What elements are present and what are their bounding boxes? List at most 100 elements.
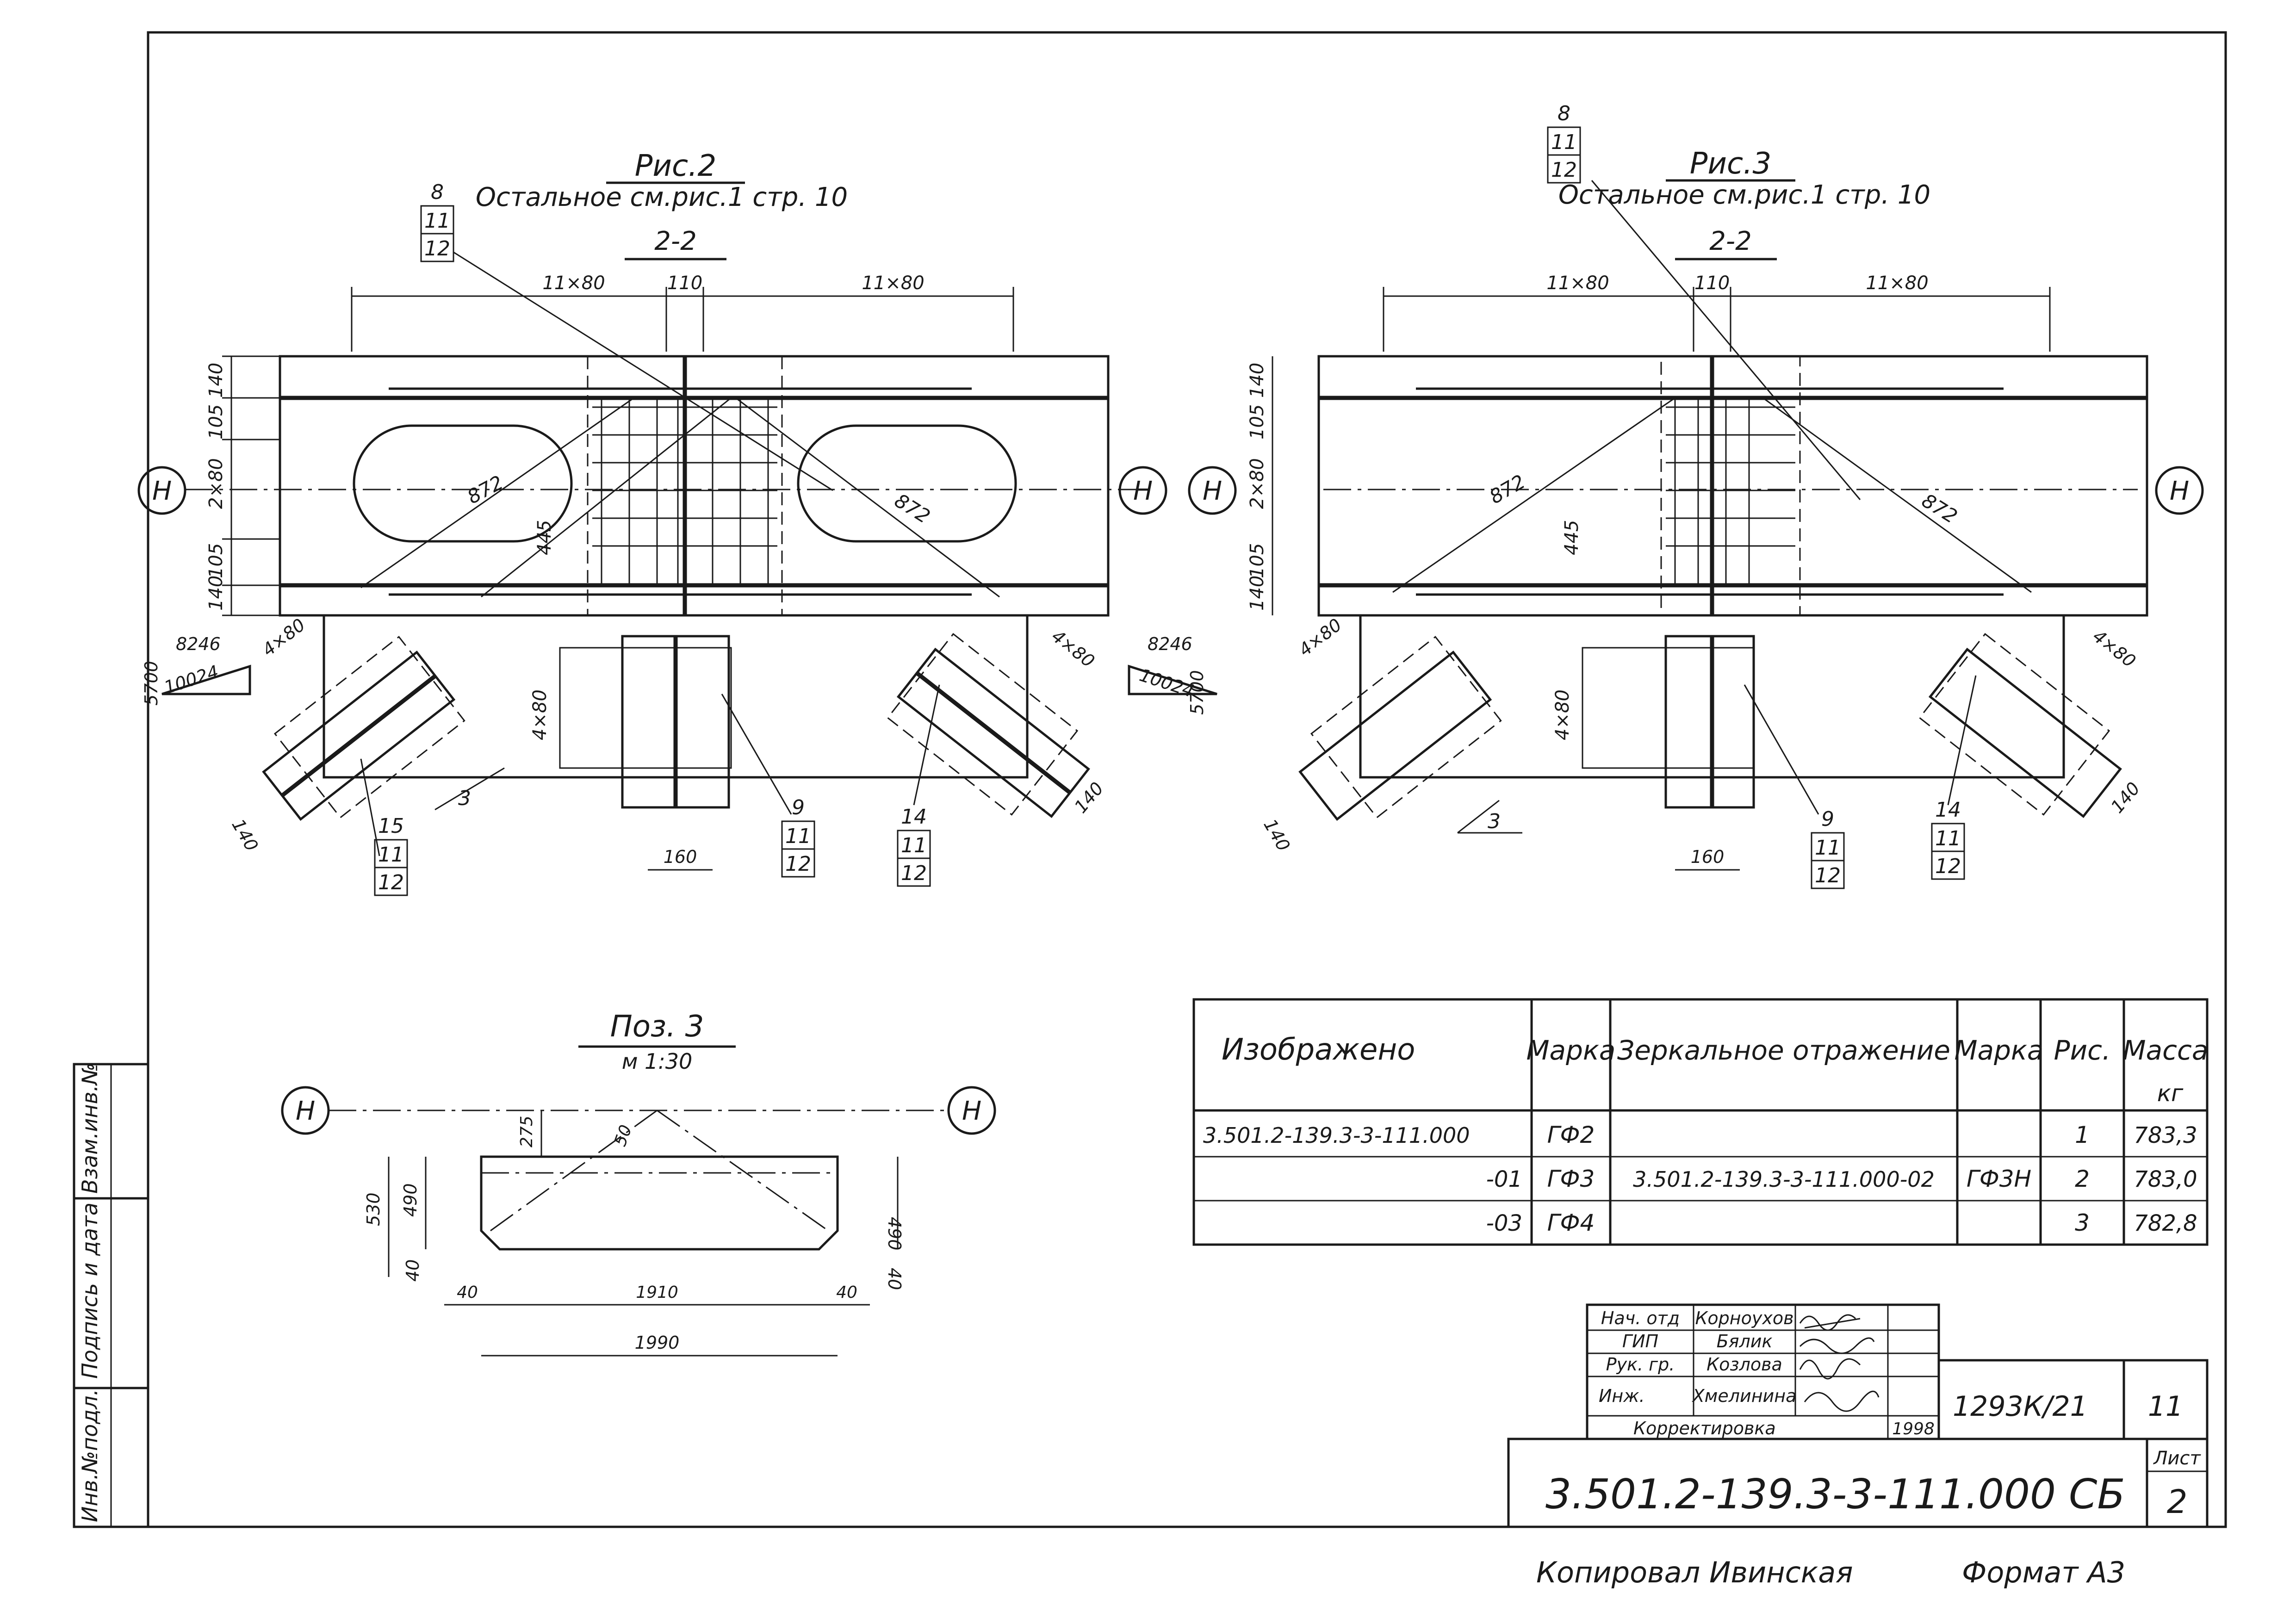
svg-text:5700: 5700 (141, 661, 161, 706)
fig2-dim-diag-left: 872 (464, 471, 507, 508)
fig3-beam (1317, 355, 2148, 617)
fig2-dim-top-right: 11×80 (862, 273, 924, 294)
poz3-axis-marker-right (947, 1086, 996, 1135)
svg-text:ГФ4: ГФ4 (1547, 1209, 1595, 1236)
footer-format: Формат А3 (1962, 1556, 2125, 1589)
strip-label-inv: Инв.№подл. (77, 1389, 102, 1522)
fig3-title: Рис.3 (1690, 147, 1771, 181)
svg-text:782,8: 782,8 (2134, 1210, 2197, 1236)
svg-text:783,0: 783,0 (2134, 1166, 2197, 1192)
fig2-section: 2-2 (654, 226, 696, 256)
footer-copied: Копировал Ивинская (1536, 1556, 1853, 1589)
svg-text:3: 3 (1488, 810, 1501, 833)
svg-text:9: 9 (792, 796, 805, 819)
fig3-callout-3: 3 (1457, 800, 1522, 834)
svg-text:5700: 5700 (1187, 670, 1207, 715)
signature-scribble (1799, 1337, 1875, 1354)
svg-text:12: 12 (785, 852, 811, 876)
stamp-year: 1998 (1892, 1419, 1935, 1438)
table-header-mark: Марка (1527, 1035, 1616, 1066)
svg-text:Н: Н (296, 1096, 315, 1126)
signature-scribble (1799, 1314, 1861, 1331)
svg-text:12: 12 (1815, 864, 1841, 887)
svg-text:2: 2 (2075, 1165, 2090, 1192)
svg-text:8: 8 (431, 180, 444, 204)
svg-text:Н: Н (2170, 476, 2189, 506)
svg-text:14: 14 (901, 805, 927, 829)
fig2-dim-b1: 4×80 (258, 614, 309, 660)
fig2-dim-b2: 4×80 (1048, 626, 1098, 671)
stamp-role-gip: ГИП (1622, 1331, 1658, 1351)
fig2-opening-left (353, 424, 573, 543)
poz3-scale: м 1:30 (622, 1049, 693, 1074)
svg-text:Н: Н (962, 1096, 981, 1126)
fig2-brace-left (262, 636, 465, 821)
fig2-dim-top-left: 11×80 (542, 273, 605, 294)
svg-text:11: 11 (1551, 130, 1577, 154)
svg-text:10024: 10024 (161, 661, 221, 698)
poz3-title: Поз. 3 (610, 1010, 704, 1044)
svg-text:8246: 8246 (1148, 634, 1192, 654)
fig3-brace-right (1918, 633, 2122, 818)
fig3-dim-top-left: 11×80 (1546, 273, 1609, 294)
svg-text:3: 3 (458, 787, 471, 810)
svg-text:ГФ3: ГФ3 (1547, 1165, 1595, 1192)
fig3-dim-b2: 4×80 (2089, 626, 2139, 671)
stamp-name-3: Хмелинина (1692, 1386, 1797, 1406)
svg-text:3: 3 (2075, 1209, 2090, 1236)
fig3-dim-diag-right: 872 (1918, 489, 1961, 528)
svg-text:3.501.2-139.3-3-111.000: 3.501.2-139.3-3-111.000 (1203, 1123, 1470, 1148)
stamp-correction: Корректировка (1633, 1418, 1776, 1438)
fig3-center-plate (1664, 635, 1755, 809)
fig3-dim-b3: 4×80 (1552, 689, 1573, 740)
signature-scribble (1804, 1390, 1880, 1412)
fig3-callout-9: 9 11 12 (1744, 684, 1845, 889)
table-header-mass: Масса (2123, 1035, 2209, 1066)
title-block: Нач. отд ГИП Рук. гр. Инж. Корноухов Бял… (1507, 1303, 2209, 1528)
sheet-label: Лист (2153, 1448, 2201, 1469)
fig2-dim-445: 445 (534, 520, 555, 555)
frame-border (147, 31, 2227, 1528)
fig3-dim-b1: 4×80 (1295, 614, 1345, 660)
svg-text:8: 8 (1558, 102, 1570, 125)
table-header-mirror: Зеркальное отражение (1617, 1035, 1950, 1066)
svg-text:12: 12 (378, 871, 404, 894)
svg-text:Н: Н (152, 476, 172, 506)
sheet-number: 2 (2167, 1483, 2188, 1521)
fig2-axis-marker-right (1118, 466, 1167, 515)
fig2-beam (279, 355, 1110, 617)
svg-text:14: 14 (1935, 798, 1961, 822)
fig3-dim-top-mid: 110 (1694, 273, 1730, 294)
fig2-dim-top-mid: 110 (667, 273, 702, 294)
poz3-dim-530: 530 (363, 1192, 384, 1226)
table-header-fig: Рис. (2054, 1035, 2111, 1066)
svg-text:12: 12 (1935, 855, 1961, 878)
table-row: -01 ГФ3 3.501.2-139.3-3-111.000-02 ГФ3Н … (1486, 1165, 2197, 1192)
stamp-num: 11 (2148, 1390, 2183, 1423)
table-row: 3.501.2-139.3-3-111.000 ГФ2 1 783,3 (1203, 1122, 2197, 1148)
svg-text:11: 11 (1815, 836, 1841, 860)
fig2-slope-left (161, 664, 251, 695)
poz3-dim-275: 275 (517, 1116, 536, 1147)
table-header-mark-2: Марка (1955, 1035, 2044, 1066)
svg-text:11: 11 (378, 843, 404, 867)
fig2-brace-right (887, 633, 1090, 818)
fig3-callout-14: 14 11 12 (1931, 675, 1977, 880)
fig2-dim-v4: 105 (205, 543, 227, 578)
position-3-detail: Поз. 3 м 1:30 Н Н 275 50 530 490 40 490 … (281, 1010, 996, 1357)
poz3-dim-1910: 1910 (636, 1283, 678, 1302)
fig3-brace-left (1298, 636, 1502, 821)
fig2-dim-v3: 2×80 (205, 458, 227, 509)
poz3-dim-490b: 490 (884, 1217, 905, 1251)
svg-text:12: 12 (901, 862, 927, 885)
fig3-dim-v3: 2×80 (1247, 458, 1268, 509)
svg-text:1: 1 (2075, 1122, 2090, 1148)
svg-text:11: 11 (901, 834, 927, 857)
fig2-opening-right (797, 424, 1017, 543)
fig2-subtitle: Остальное см.рис.1 стр. 10 (476, 182, 848, 212)
fig3-dim-v5: 140 (1247, 576, 1268, 611)
svg-text:11: 11 (785, 824, 811, 848)
stamp-role-group: Рук. гр. (1606, 1354, 1675, 1375)
